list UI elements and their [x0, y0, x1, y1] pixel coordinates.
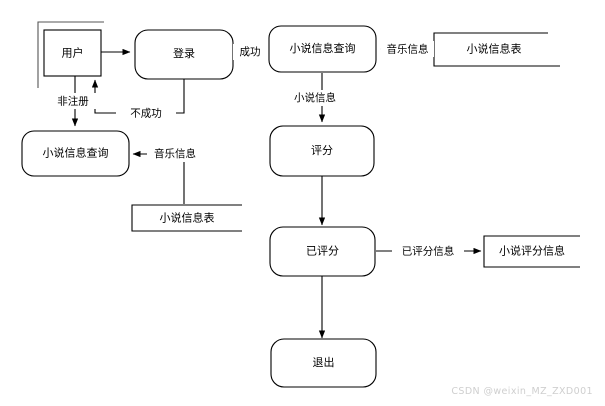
node-user-label: 用户: [62, 46, 84, 60]
node-novel-query-top[interactable]: 小说信息查询: [268, 25, 377, 73]
svg-text:已评分信息: 已评分信息: [402, 245, 455, 258]
node-exit-label: 退出: [313, 355, 335, 369]
svg-text:小说信息: 小说信息: [294, 91, 336, 104]
node-rating[interactable]: 评分: [269, 125, 375, 177]
node-novel-query-left[interactable]: 小说信息查询: [21, 130, 130, 177]
edge-label-success: 成功: [233, 44, 267, 60]
datastore-novel-info-table-top[interactable]: 小说信息表: [433, 32, 560, 67]
node-rating-label: 评分: [311, 144, 333, 157]
datastore-novel-rating-info[interactable]: 小说评分信息: [483, 235, 580, 268]
edge-label-music-info-left: 音乐信息: [147, 146, 203, 162]
csdn-watermark: CSDN @weixin_MZ_ZXD001: [451, 386, 593, 397]
datastore-novel-rating-info-label: 小说评分信息: [499, 244, 565, 258]
node-login-label: 登录: [173, 46, 195, 60]
edge-label-novel-info: 小说信息: [287, 90, 343, 106]
node-rated-label: 已评分: [306, 245, 339, 258]
svg-text:不成功: 不成功: [130, 108, 162, 120]
node-rated[interactable]: 已评分: [269, 226, 376, 277]
external-entity-bracket: [37, 21, 104, 88]
node-login[interactable]: 登录: [134, 29, 234, 80]
node-user[interactable]: 用户: [43, 29, 102, 77]
datastore-novel-info-table-mid[interactable]: 小说信息表: [131, 204, 242, 232]
datastore-novel-info-table-mid-label: 小说信息表: [160, 211, 215, 225]
svg-text:音乐信息: 音乐信息: [387, 43, 429, 56]
edge-label-music-info-top: 音乐信息: [381, 41, 434, 57]
node-exit[interactable]: 退出: [270, 338, 377, 388]
node-novel-query-left-label: 小说信息查询: [43, 146, 109, 160]
edge-label-rated-info: 已评分信息: [392, 243, 464, 259]
node-novel-query-top-label: 小说信息查询: [290, 41, 356, 55]
svg-text:成功: 成功: [240, 46, 261, 58]
edge-label-not-registered: 非注册: [44, 93, 102, 109]
svg-text:非注册: 非注册: [57, 95, 89, 108]
svg-text:音乐信息: 音乐信息: [154, 147, 196, 160]
datastore-novel-info-table-top-label: 小说信息表: [467, 42, 522, 56]
edge-label-not-success: 不成功: [116, 105, 176, 121]
